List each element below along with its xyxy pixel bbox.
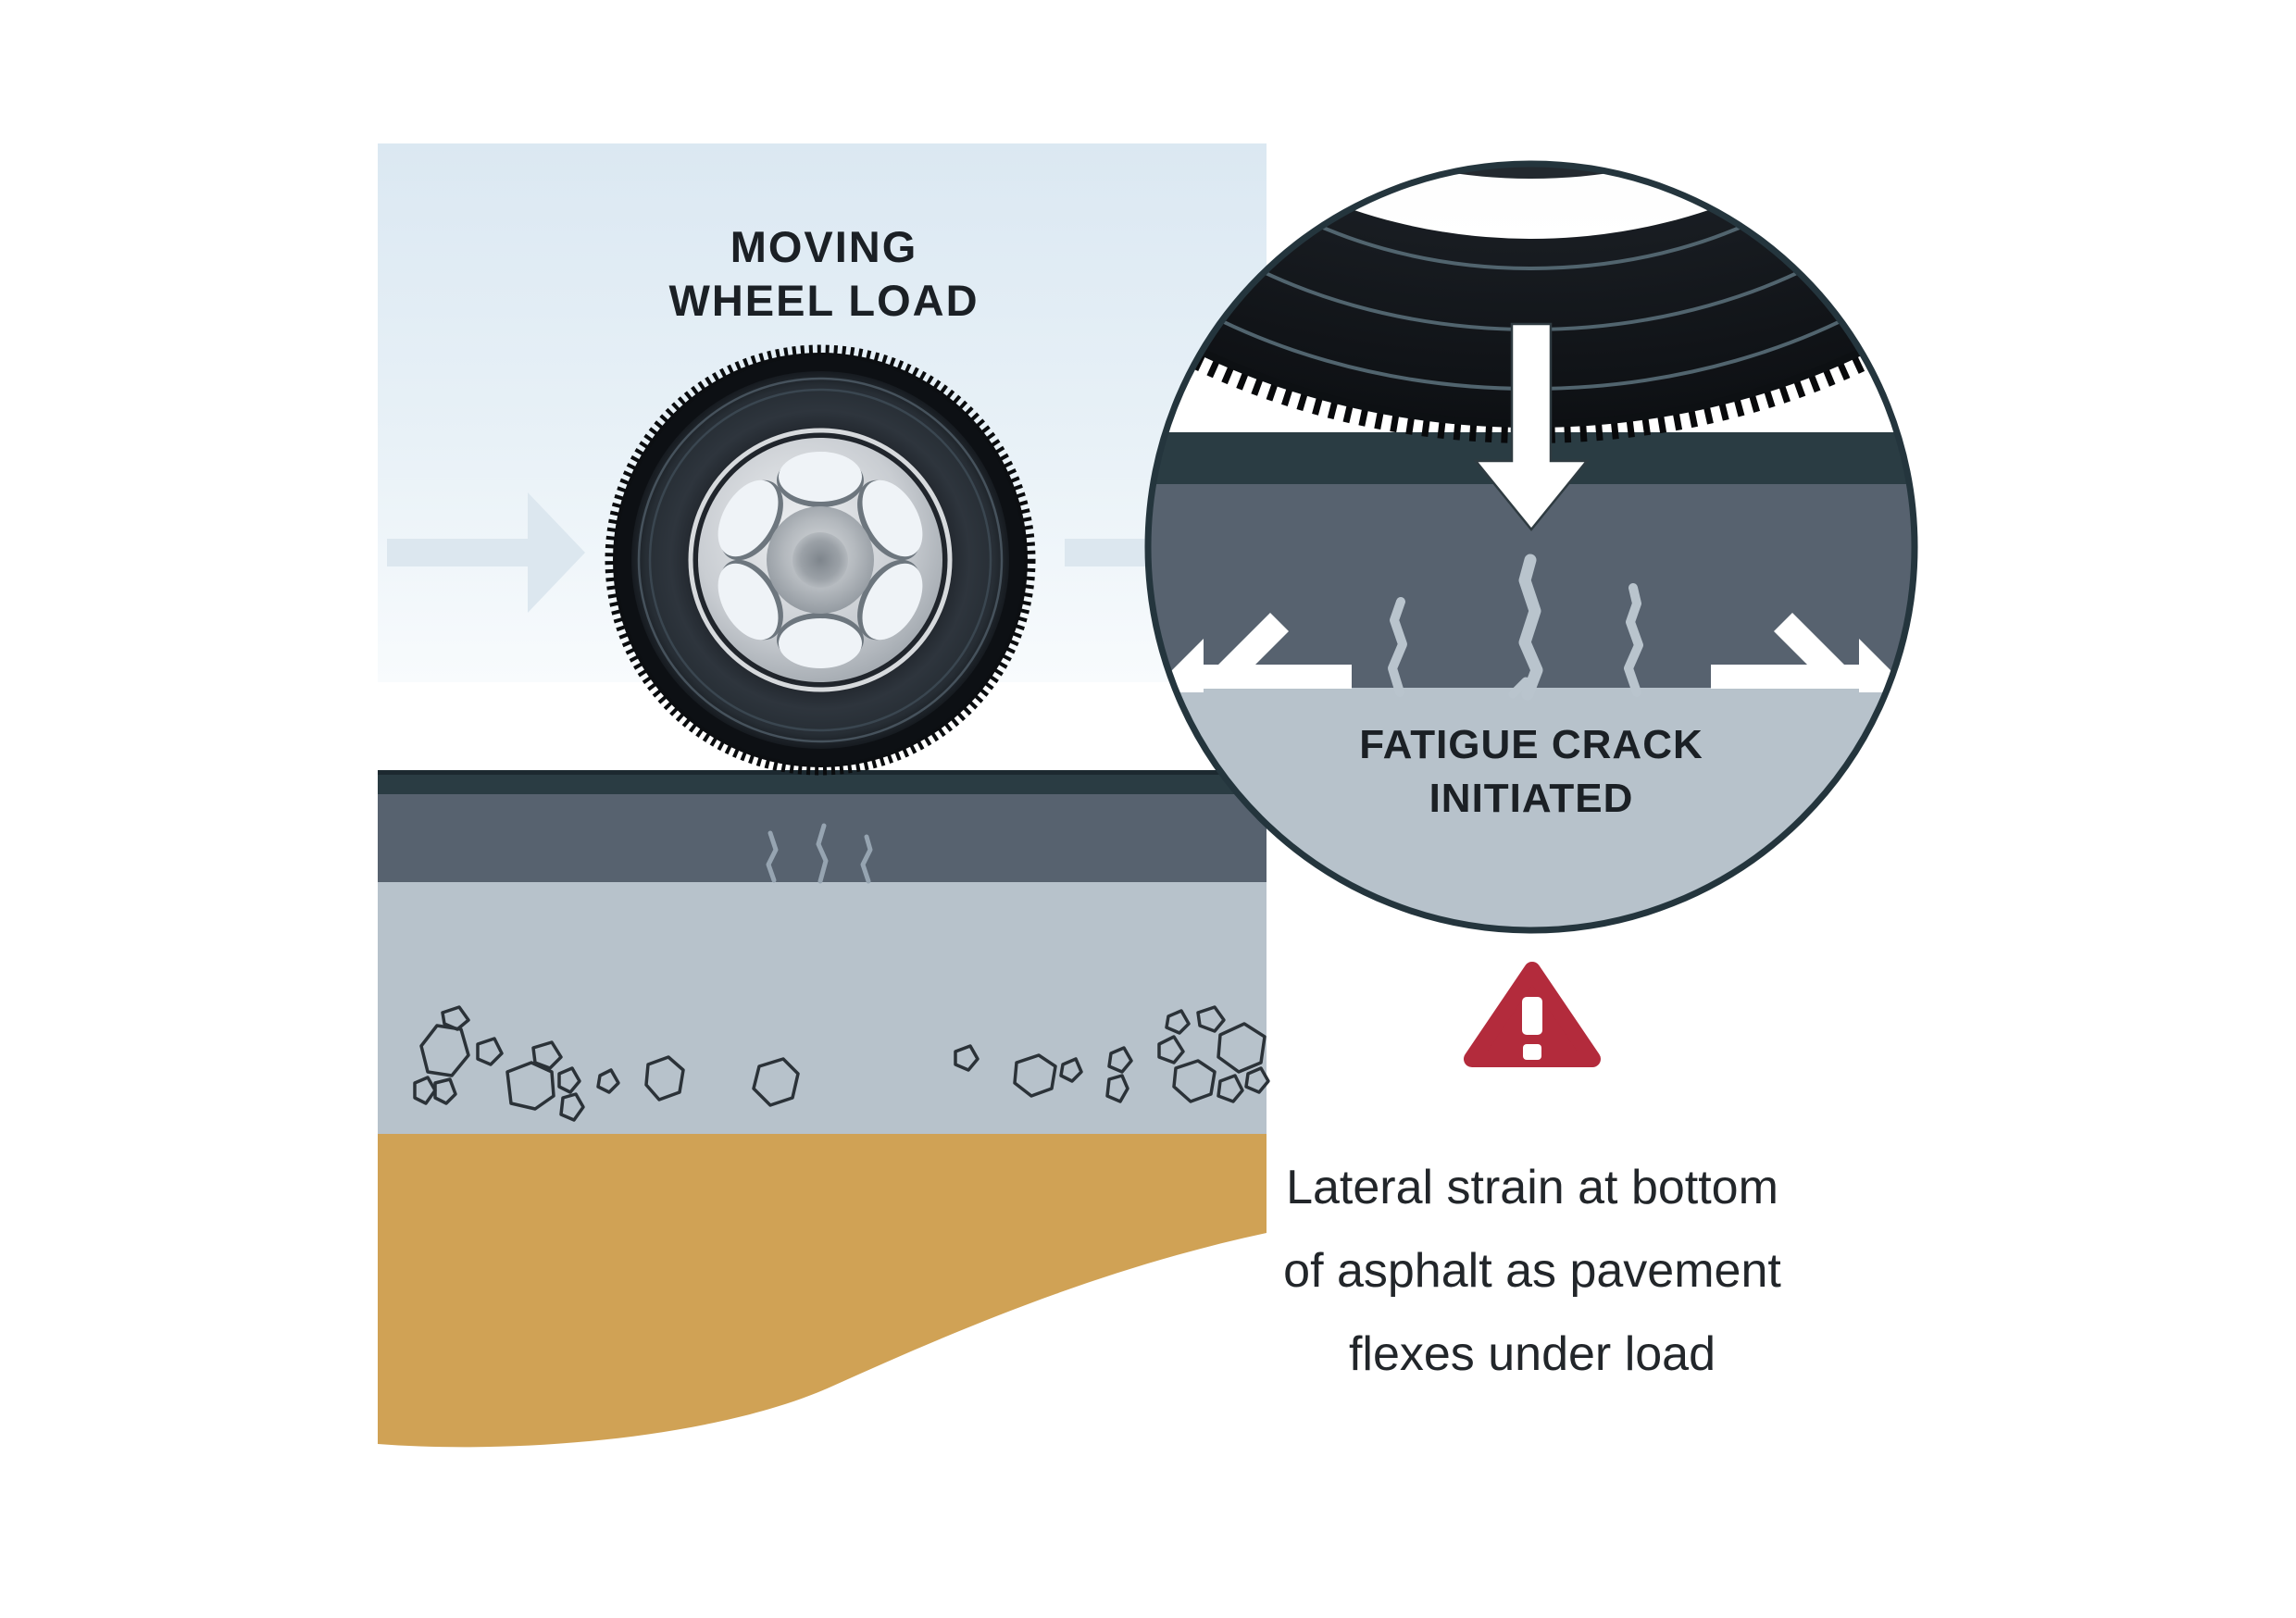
tire-wheel-icon bbox=[605, 344, 1036, 776]
warning-caption: Lateral strain at bottom of asphalt as p… bbox=[1208, 1146, 1856, 1396]
wheel-spoke-holes bbox=[718, 452, 923, 668]
closeup-fatigue-cracks bbox=[1388, 554, 1643, 701]
bent-left-arrow-icon bbox=[1150, 613, 1352, 692]
down-arrow-icon bbox=[1473, 322, 1590, 531]
page-title: MOVING WHEEL LOAD bbox=[518, 220, 1129, 328]
left-flow-right-arrow-icon bbox=[387, 492, 585, 613]
fatigue-label-line-1: FATIGUE CRACK bbox=[1359, 722, 1703, 767]
fatigue-crack-label: FATIGUE CRACK INITIATED bbox=[1235, 718, 1828, 826]
aggregate-stones bbox=[413, 1005, 1270, 1122]
bent-right-arrow-icon bbox=[1711, 613, 1913, 692]
fatigue-label-line-2: INITIATED bbox=[1429, 776, 1634, 821]
pavement-cross-section bbox=[378, 770, 1270, 1448]
base-layer bbox=[378, 882, 1267, 1134]
title-line-1: MOVING bbox=[730, 222, 918, 271]
asphalt-cracks bbox=[766, 823, 873, 884]
caption-line-3: flexes under load bbox=[1348, 1327, 1716, 1381]
warning-triangle-icon bbox=[1464, 962, 1601, 1067]
lateral-strain-arrows bbox=[1150, 613, 1913, 692]
surface-course-edge bbox=[378, 770, 1267, 775]
title-line-2: WHEEL LOAD bbox=[668, 276, 980, 325]
subgrade-layer bbox=[378, 1134, 1267, 1448]
caption-line-2: of asphalt as pavement bbox=[1283, 1244, 1781, 1298]
caption-line-1: Lateral strain at bottom bbox=[1286, 1161, 1778, 1214]
magnifier-circle-outline bbox=[1144, 160, 1918, 934]
